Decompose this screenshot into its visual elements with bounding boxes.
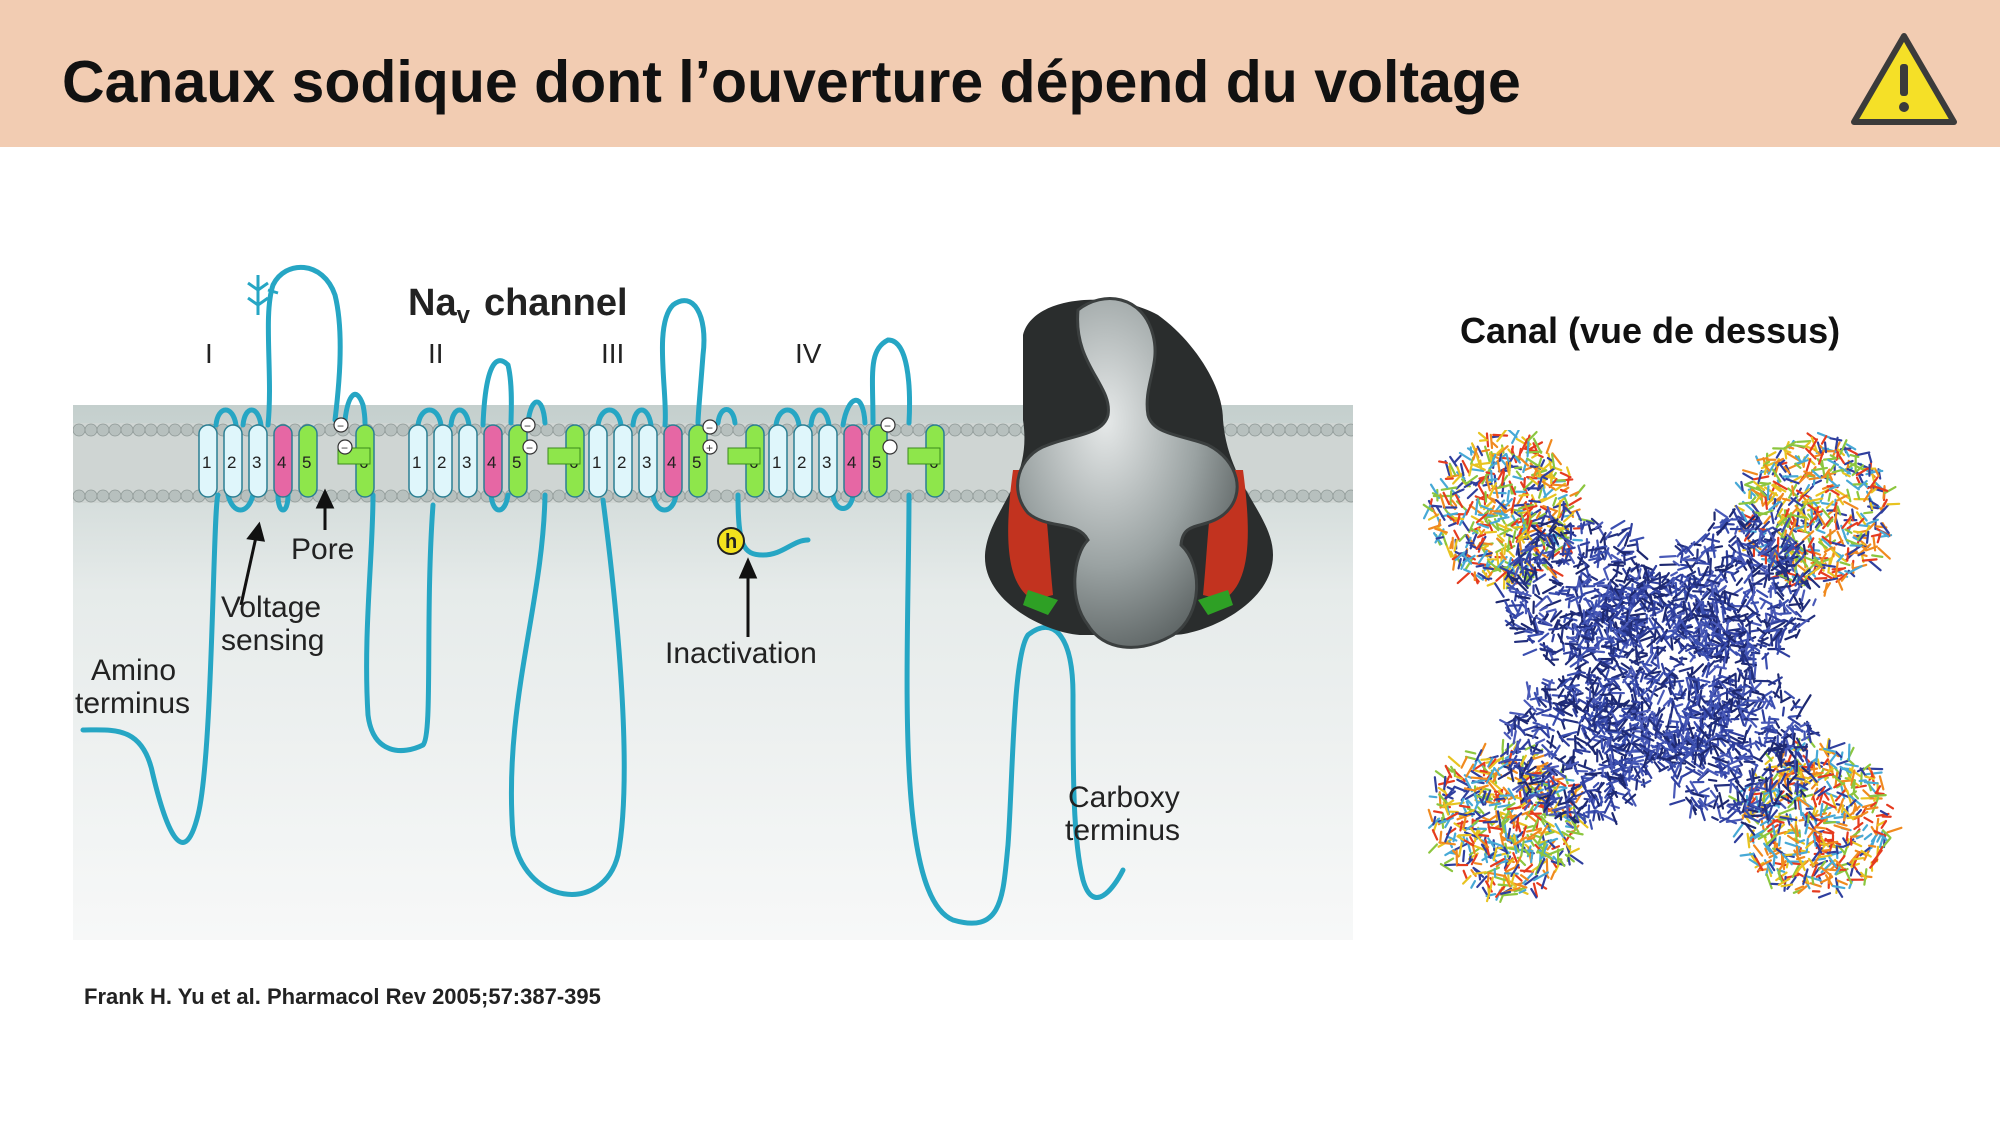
helix-number: 3 bbox=[252, 453, 261, 472]
helix-segment-1-5: 5 bbox=[298, 424, 318, 498]
helix-number: 5 bbox=[302, 453, 311, 472]
top-view-title: Canal (vue de dessus) bbox=[1460, 310, 1841, 351]
pore-loop-bar bbox=[727, 447, 761, 465]
helix-segment-2-3: 3 bbox=[458, 424, 478, 498]
pore-label: Pore bbox=[291, 533, 354, 566]
helix-segment-3-2: 2 bbox=[613, 424, 633, 498]
helix-segment-4-4: 4 bbox=[843, 424, 863, 498]
helix-segment-1-3: 3 bbox=[248, 424, 268, 498]
helix-number: 4 bbox=[487, 453, 496, 472]
helix-number: 1 bbox=[592, 453, 601, 472]
svg-text:−: − bbox=[706, 421, 713, 435]
domain-label-III: III bbox=[601, 338, 624, 369]
helix-number: 3 bbox=[822, 453, 831, 472]
glycosylation-icon bbox=[247, 275, 279, 315]
helix-segment-3-5: 5 bbox=[688, 424, 708, 498]
charge-markers: − − − − − + − bbox=[333, 417, 898, 455]
pore-loop-bar bbox=[907, 447, 941, 465]
channel-3d-model bbox=[984, 297, 1273, 649]
domain-label-I: I bbox=[205, 338, 213, 369]
helix-segment-2-2: 2 bbox=[433, 424, 453, 498]
svg-text:−: − bbox=[341, 441, 348, 455]
slide-title: Canaux sodique dont l’ouverture dépend d… bbox=[62, 49, 1521, 115]
helix-segment-3-3: 3 bbox=[638, 424, 658, 498]
helix-number: 3 bbox=[642, 453, 651, 472]
helix-number: 3 bbox=[462, 453, 471, 472]
inactivation-label: Inactivation bbox=[665, 637, 817, 670]
domain-label-II: II bbox=[428, 338, 444, 369]
warning-icon bbox=[1851, 33, 1957, 125]
svg-text:h: h bbox=[725, 531, 737, 553]
helix-segment-2-4: 4 bbox=[483, 424, 503, 498]
helix-number: 1 bbox=[202, 453, 211, 472]
helix-segment-3-4: 4 bbox=[663, 424, 683, 498]
helix-number: 4 bbox=[847, 453, 856, 472]
helix-segment-2-1: 1 bbox=[408, 424, 428, 498]
helix-number: 1 bbox=[772, 453, 781, 472]
helix-segment-3-1: 1 bbox=[588, 424, 608, 498]
helix-segment-1-1: 1 bbox=[198, 424, 218, 498]
helix-number: 5 bbox=[512, 453, 521, 472]
helix-segment-4-2: 2 bbox=[793, 424, 813, 498]
pore-loop-bar bbox=[547, 447, 581, 465]
helix-number: 2 bbox=[437, 453, 446, 472]
svg-text:+: + bbox=[706, 441, 713, 455]
helix-number: 5 bbox=[872, 453, 881, 472]
helix-number: 4 bbox=[277, 453, 286, 472]
svg-text:−: − bbox=[526, 441, 533, 455]
helix-segment-4-3: 3 bbox=[818, 424, 838, 498]
helix-number: 1 bbox=[412, 453, 421, 472]
citation: Frank H. Yu et al. Pharmacol Rev 2005;57… bbox=[84, 984, 601, 1009]
polypeptide-chain bbox=[80, 264, 1126, 926]
helix-number: 5 bbox=[692, 453, 701, 472]
helix-number: 2 bbox=[797, 453, 806, 472]
svg-text:−: − bbox=[524, 419, 531, 433]
slide-header bbox=[0, 0, 2000, 147]
annotation-arrows bbox=[239, 488, 758, 637]
transmembrane-helices: 123456123456123456123456 bbox=[198, 424, 945, 498]
helix-segment-2-5: 5 bbox=[508, 424, 528, 498]
inactivation-particle: h bbox=[717, 527, 745, 555]
helix-segment-1-2: 2 bbox=[223, 424, 243, 498]
channel-top-view-structure bbox=[1422, 430, 1903, 903]
helix-segment-4-5: 5 bbox=[868, 424, 888, 498]
domain-label-IV: IV bbox=[795, 338, 822, 369]
helix-segment-4-1: 1 bbox=[768, 424, 788, 498]
helix-segment-1-4: 4 bbox=[273, 424, 293, 498]
helix-number: 2 bbox=[227, 453, 236, 472]
svg-text:−: − bbox=[884, 419, 891, 433]
svg-text:−: − bbox=[337, 419, 344, 433]
helix-number: 4 bbox=[667, 453, 676, 472]
helix-number: 2 bbox=[617, 453, 626, 472]
